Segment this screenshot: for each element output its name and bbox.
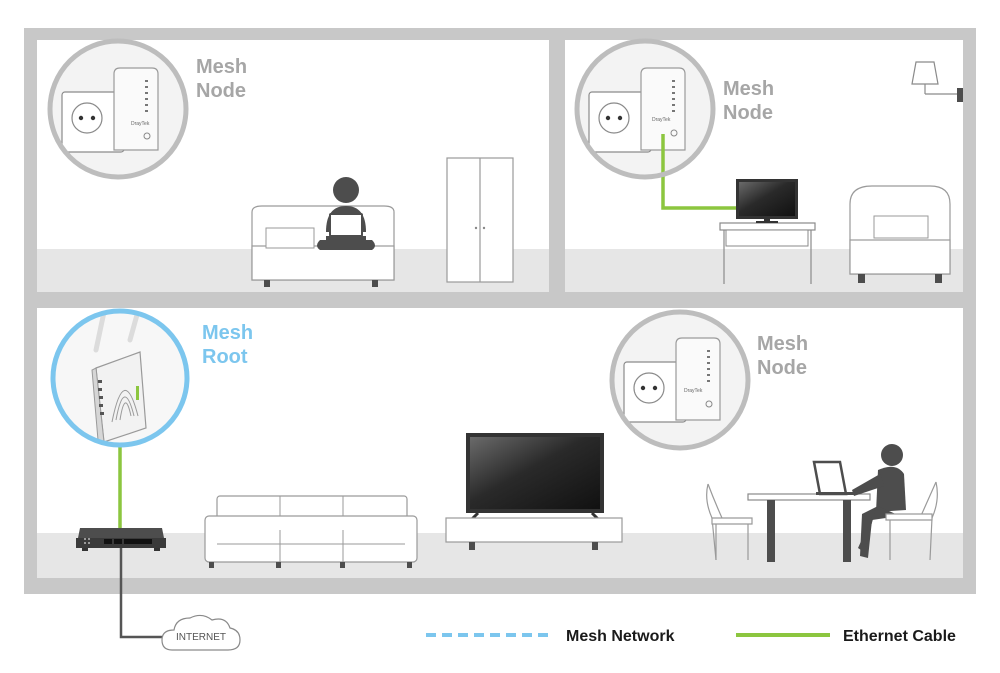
wardrobe-icon [446, 157, 514, 283]
tv-stand-icon [445, 517, 623, 550]
chair-icon [706, 483, 753, 561]
table-icon [747, 493, 871, 562]
mesh-node-magnifier-lower-right: DrayTek [609, 309, 751, 451]
wall-socket-icon [61, 91, 125, 153]
mesh-node-label-line2: Node [757, 357, 807, 379]
mesh-root-magnifier [50, 308, 190, 448]
mesh-node-device-icon: DrayTek [675, 337, 721, 421]
mesh-root-access-point-icon [91, 311, 147, 443]
sofa-icon [204, 495, 418, 568]
bed-icon [849, 185, 951, 283]
internet-cable [119, 548, 168, 639]
table-icon [719, 222, 816, 284]
mesh-node-magnifier-upper-right: DrayTek [574, 38, 716, 180]
brand-text: DrayTek [684, 388, 703, 394]
mesh-node-magnifier-upper-left: DrayTek [47, 38, 189, 180]
brand-text: DrayTek [131, 121, 150, 127]
tv-icon [736, 179, 798, 223]
mesh-node-label-line1: Mesh [757, 333, 808, 355]
lamp-icon [911, 61, 963, 102]
tv-icon [466, 433, 604, 521]
mesh-node-label-line2: Node [723, 102, 773, 124]
chair-icon [885, 481, 938, 561]
wall-socket-icon [588, 91, 652, 153]
legend-ethernet-cable-label: Ethernet Cable [843, 628, 956, 645]
laptop-icon [326, 213, 366, 240]
internet-label: INTERNET [176, 632, 226, 643]
mesh-root-label-line2: Root [202, 346, 248, 368]
wall-socket-icon [623, 361, 687, 423]
mesh-node-label-line1: Mesh [196, 56, 247, 78]
mesh-node-label-line2: Node [196, 80, 246, 102]
mesh-node-device-icon: DrayTek [640, 67, 686, 151]
legend: Mesh Network Ethernet Cable [426, 628, 956, 645]
person-icon [852, 444, 906, 558]
laptop-icon [812, 460, 854, 496]
mesh-node-label-line1: Mesh [723, 78, 774, 100]
brand-text: DrayTek [652, 117, 671, 123]
legend-mesh-network-label: Mesh Network [566, 628, 675, 645]
router-icon [76, 528, 166, 551]
mesh-node-device-icon: DrayTek [113, 67, 159, 151]
cloud-icon: INTERNET [161, 614, 241, 651]
mesh-root-label-line1: Mesh [202, 322, 253, 344]
